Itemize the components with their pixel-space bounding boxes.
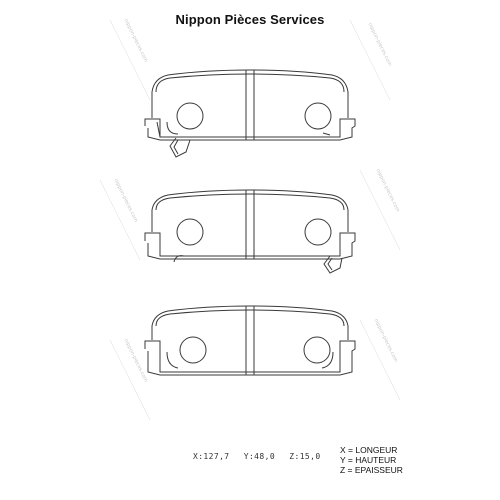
legend-z: Z = EPAISSEUR xyxy=(340,465,403,475)
dimension-z: Z:15,0 xyxy=(289,452,321,461)
watermark-lines xyxy=(99,19,401,421)
dimension-legend: X = LONGEUR Y = HAUTEUR Z = EPAISSEUR xyxy=(340,445,403,475)
brake-pad-top-view xyxy=(144,69,356,158)
dimension-y: Y:48,0 xyxy=(243,452,276,461)
legend-y: Y = HAUTEUR xyxy=(340,455,397,465)
legend-x: X = LONGEUR xyxy=(340,445,398,455)
dimension-readout: X:127,7 Y:48,0 Z:15,0 xyxy=(193,452,330,461)
page-title: Nippon Pièces Services xyxy=(175,12,325,27)
brake-pad-middle-view xyxy=(144,189,356,274)
brake-pad-bottom-view xyxy=(144,305,356,376)
dimension-x: X:127,7 xyxy=(193,452,230,461)
